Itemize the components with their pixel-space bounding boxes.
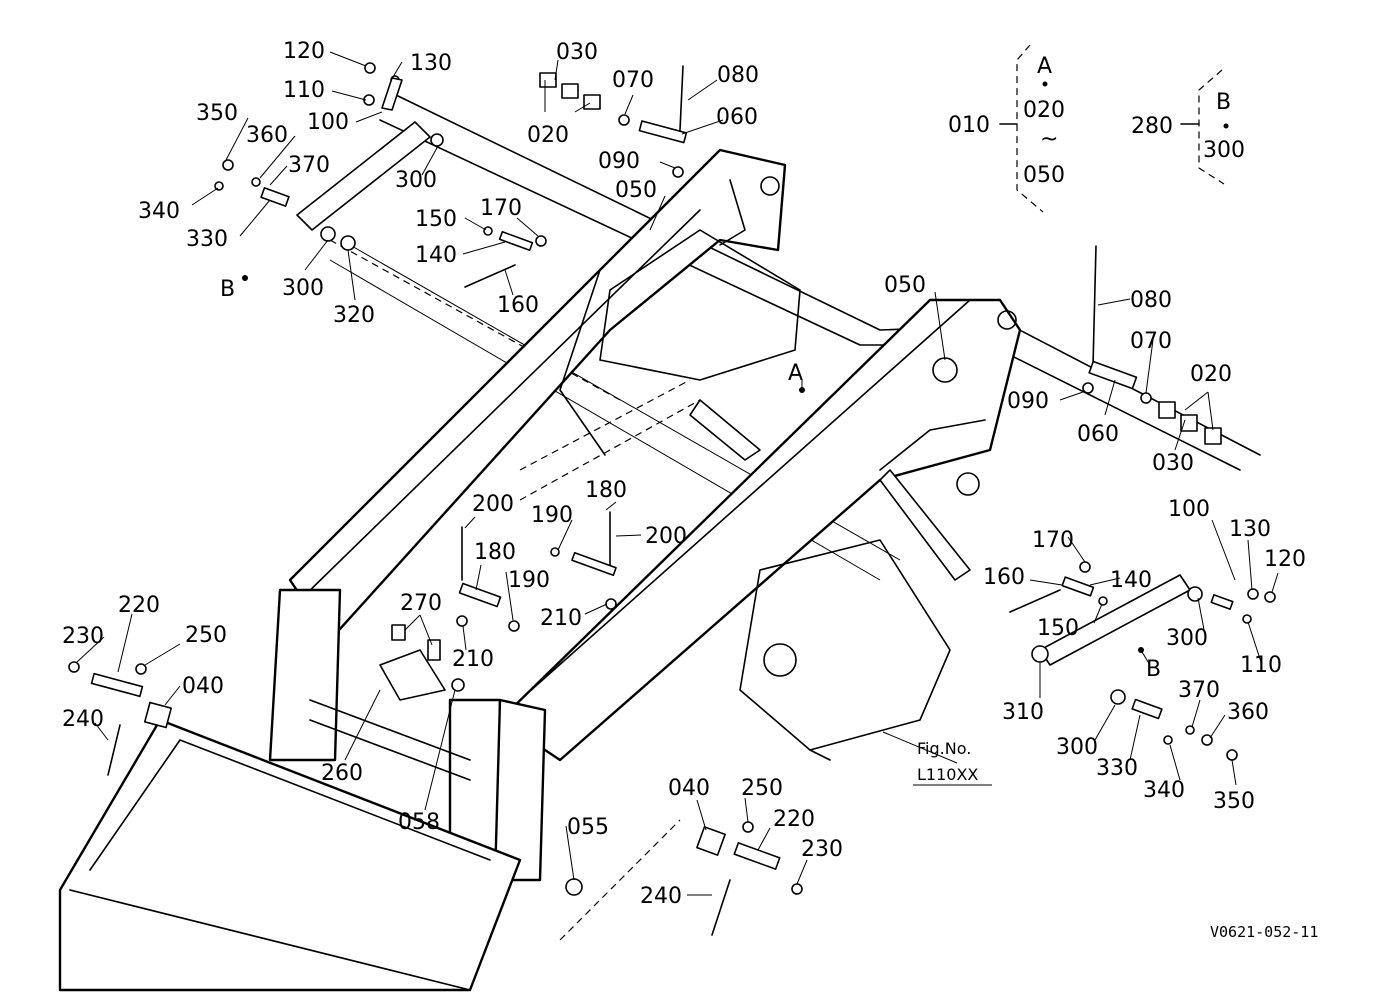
label-030: 030 [1152,451,1194,476]
label-180: 180 [474,540,516,565]
label-200: 200 [472,492,514,517]
label-360: 360 [1227,700,1269,725]
label-300: 300 [395,168,437,193]
label-340: 340 [1143,778,1185,803]
label-140: 140 [1110,568,1152,593]
label-370: 370 [288,153,330,178]
label-020: 020 [1190,362,1232,387]
label-150: 150 [1037,616,1079,641]
label-058: 058 [398,810,440,835]
label-020: 020 [527,123,569,148]
label-060: 060 [1077,422,1119,447]
leader-lines [76,51,1279,896]
group-010-letter: A [1037,54,1052,79]
label-130: 130 [410,51,452,76]
label-330: 330 [1096,756,1138,781]
label-A: A [788,361,803,386]
group-legend: 010 A 020 ~ 050 280 B 300 [948,54,1245,188]
group-280-letter: B [1216,90,1231,115]
label-360: 360 [246,123,288,148]
label-160: 160 [497,293,539,318]
label-B: B [1146,657,1161,682]
label-100: 100 [307,110,349,135]
figure-caption: Fig.No. [917,739,971,758]
label-250: 250 [185,623,227,648]
group-010-from: 020 [1023,98,1065,123]
label-050: 050 [615,178,657,203]
label-230: 230 [62,624,104,649]
label-030: 030 [556,40,598,65]
group-010-tilde: ~ [1040,127,1058,152]
label-300: 300 [1166,626,1208,651]
drawing-code: V0621-052-11 [1210,923,1318,941]
group-280-item: 300 [1203,138,1245,163]
label-150: 150 [415,207,457,232]
label-270: 270 [400,591,442,616]
label-190: 190 [508,568,550,593]
label-090: 090 [1007,389,1049,414]
label-220: 220 [118,593,160,618]
label-170: 170 [480,196,522,221]
label-120: 120 [283,39,325,64]
label-320: 320 [333,303,375,328]
group-010-code: 010 [948,113,990,138]
label-040: 040 [668,776,710,801]
label-110: 110 [283,78,325,103]
label-070: 070 [1130,329,1172,354]
label-350: 350 [1213,789,1255,814]
label-160: 160 [983,565,1025,590]
group-280-code: 280 [1131,114,1173,139]
label-240: 240 [640,884,682,909]
label-220: 220 [773,807,815,832]
label-080: 080 [1130,288,1172,313]
label-250: 250 [741,776,783,801]
exploded-parts [68,62,1276,936]
label-240: 240 [62,707,104,732]
label-060: 060 [716,105,758,130]
group-010-bracket [999,44,1048,213]
label-140: 140 [415,243,457,268]
label-200: 200 [645,524,687,549]
label-350: 350 [196,101,238,126]
label-130: 130 [1229,517,1271,542]
label-070: 070 [612,68,654,93]
label-170: 170 [1032,528,1074,553]
label-210: 210 [452,647,494,672]
label-B: B [220,277,235,302]
label-300: 300 [1056,735,1098,760]
figure-reference: Fig.No. L110XX [917,739,978,784]
label-100: 100 [1168,497,1210,522]
label-310: 310 [1002,700,1044,725]
group-010-to: 050 [1023,163,1065,188]
part-labels: 120 130 110 100 350 360 370 340 330 300 … [62,39,1306,909]
label-180: 180 [585,478,627,503]
group-280-bracket [1180,69,1229,185]
label-040: 040 [182,674,224,699]
loader-frame-drawing [58,95,1261,992]
label-120: 120 [1264,547,1306,572]
label-300: 300 [282,276,324,301]
label-340: 340 [138,199,180,224]
label-330: 330 [186,227,228,252]
label-050: 050 [884,273,926,298]
label-080: 080 [717,63,759,88]
label-055: 055 [567,815,609,840]
label-090: 090 [598,149,640,174]
label-370: 370 [1178,678,1220,703]
figure-number: L110XX [917,765,978,784]
label-260: 260 [321,761,363,786]
label-230: 230 [801,837,843,862]
label-110: 110 [1240,653,1282,678]
label-210: 210 [540,606,582,631]
label-190: 190 [531,503,573,528]
